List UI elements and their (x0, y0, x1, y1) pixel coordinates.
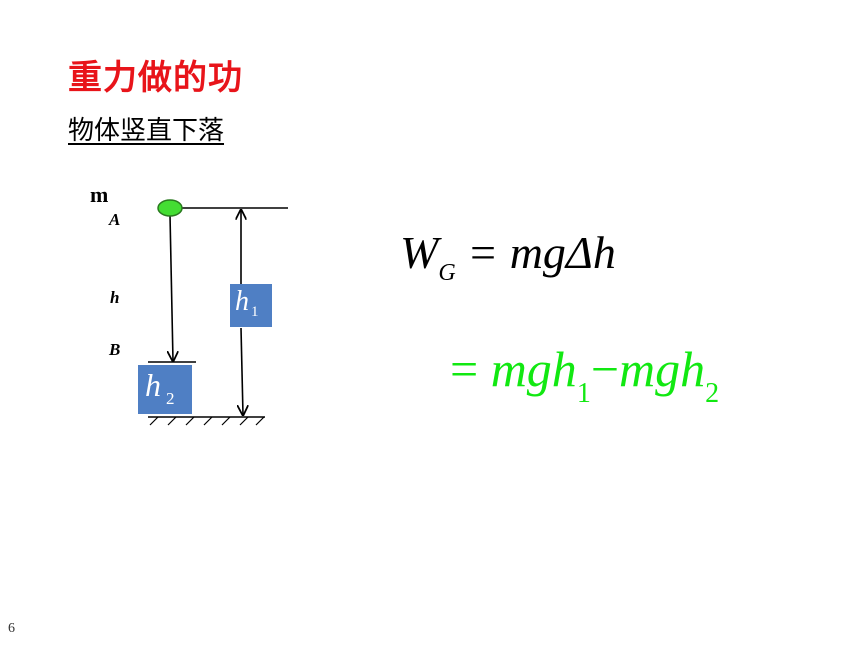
h2-var: h (145, 367, 161, 403)
mass-label: m (90, 182, 109, 207)
fall-arrow (170, 214, 173, 361)
h1-arrow-lower (241, 327, 243, 415)
minus-sign: − (590, 341, 620, 397)
height-label: h (110, 288, 120, 307)
ground-hatching (149, 416, 265, 426)
term-mgh1: mgh (490, 341, 577, 397)
point-a-label: A (109, 210, 121, 229)
work-subscript: G (438, 260, 456, 286)
h2-label-box: h 2 (138, 365, 192, 414)
slide-subtitle: 物体竖直下落 (68, 116, 225, 146)
term1-subscript: 1 (576, 378, 591, 409)
page-number: 6 (8, 621, 15, 636)
work-symbol: W (400, 227, 439, 278)
work-rhs: = mgΔh (467, 227, 616, 278)
mass-ball (157, 199, 183, 217)
h1-subscript: 1 (251, 304, 259, 320)
equals-sign: = (450, 341, 479, 397)
h1-var: h (235, 286, 249, 317)
term2-subscript: 2 (705, 378, 720, 409)
work-expansion-equation: = mgh1−mgh2 (450, 340, 719, 410)
h2-subscript: 2 (166, 389, 175, 408)
term-mgh2: mgh (619, 341, 706, 397)
point-b-label: B (109, 340, 121, 359)
work-equation: WG = mgΔh (400, 226, 616, 287)
h1-label-box: h 1 (230, 284, 272, 327)
slide-title: 重力做的功 (68, 58, 243, 98)
